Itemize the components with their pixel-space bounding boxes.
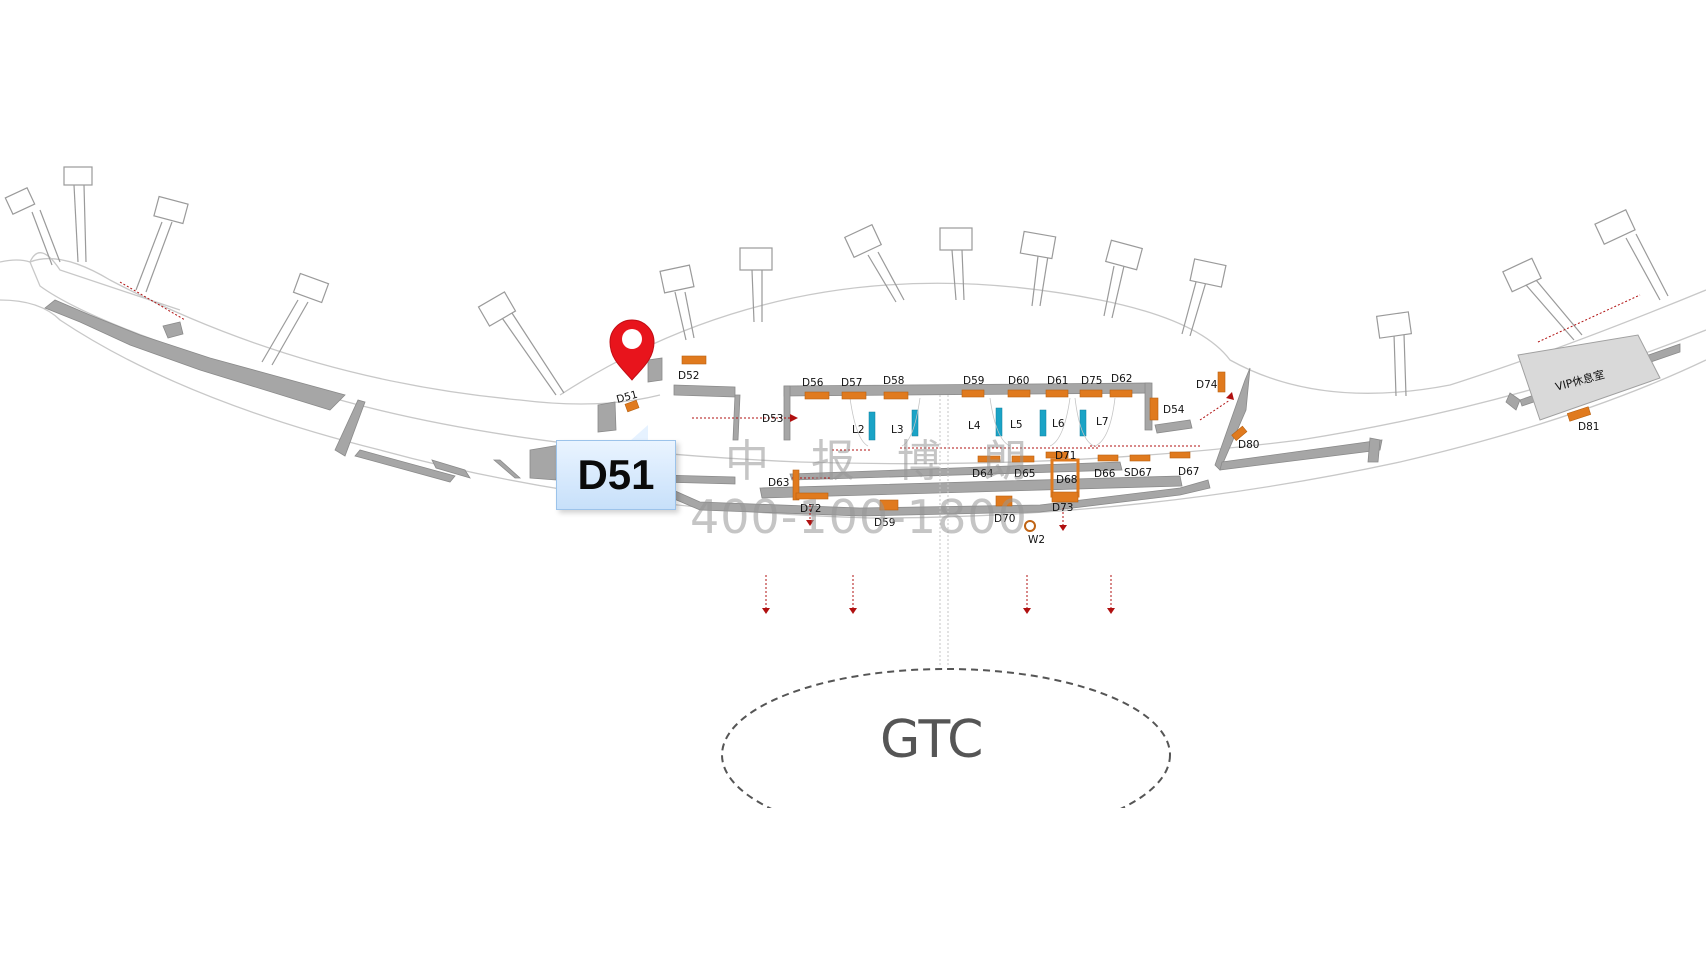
- gate-label: SD67: [1124, 467, 1152, 479]
- gate-label: D75: [1081, 375, 1102, 387]
- callout-tail: [630, 425, 648, 441]
- callout-label: D51: [577, 451, 655, 498]
- jet-bridges: [4, 166, 1669, 397]
- gate-label: D73: [1052, 502, 1073, 514]
- gtc-label: GTC: [880, 710, 984, 770]
- flow-lines: [119, 281, 1641, 608]
- lounge-label: L3: [891, 424, 904, 436]
- vip-lounge-area: [1517, 334, 1661, 421]
- gate-label: D54: [1163, 404, 1185, 416]
- gate-label: D61: [1047, 375, 1068, 387]
- lounge-label: L7: [1096, 416, 1109, 428]
- w2-marker-icon: [1024, 520, 1036, 532]
- gate-label: D57: [841, 377, 862, 389]
- gate-label: D64: [972, 468, 994, 480]
- gate-label: D59: [874, 517, 895, 529]
- gate-label: D70: [994, 513, 1015, 525]
- lounge-outlines: [849, 397, 1116, 447]
- lounge-label: L5: [1010, 419, 1023, 431]
- gate-label: D68: [1056, 474, 1077, 486]
- location-pin-icon[interactable]: [609, 319, 655, 381]
- lounge-labels: L2 L3 L4 L5 L6 L7: [852, 416, 1109, 436]
- gate-label: D52: [678, 370, 699, 382]
- terminal-outline: [0, 252, 1706, 519]
- gate-label: D80: [1238, 439, 1259, 451]
- gate-label: D81: [1578, 421, 1599, 433]
- gate-label: D63: [768, 477, 789, 489]
- flow-arrow-icons: [762, 392, 1234, 614]
- gtc-walkway: [939, 395, 949, 665]
- gate-label: D65: [1014, 468, 1035, 480]
- gate-label: D67: [1178, 466, 1199, 478]
- gate-label: W2: [1028, 534, 1045, 546]
- gate-callout[interactable]: D51: [556, 440, 676, 510]
- gate-label: D60: [1008, 375, 1029, 387]
- gate-label: D58: [883, 375, 904, 387]
- lounge-label: L2: [852, 424, 865, 436]
- gate-label: D72: [800, 503, 821, 515]
- gate-label: D53: [762, 413, 783, 425]
- lounge-label: L6: [1052, 418, 1065, 430]
- gate-labels: D51 D52 D53 D56 D57 D58 D59 D60 D61 D75 …: [615, 370, 1599, 546]
- gate-label: D74: [1196, 379, 1218, 391]
- gate-blocks: [624, 355, 1592, 511]
- lounge-label: L4: [968, 420, 981, 432]
- gate-label: D56: [802, 377, 824, 389]
- gate-label: D71: [1055, 450, 1076, 462]
- gtc-boundary-mask: [700, 808, 1190, 848]
- gate-label: D62: [1111, 373, 1132, 385]
- gate-label: D59: [963, 375, 984, 387]
- gate-label: D66: [1094, 468, 1116, 480]
- gate-label: D51: [615, 389, 639, 406]
